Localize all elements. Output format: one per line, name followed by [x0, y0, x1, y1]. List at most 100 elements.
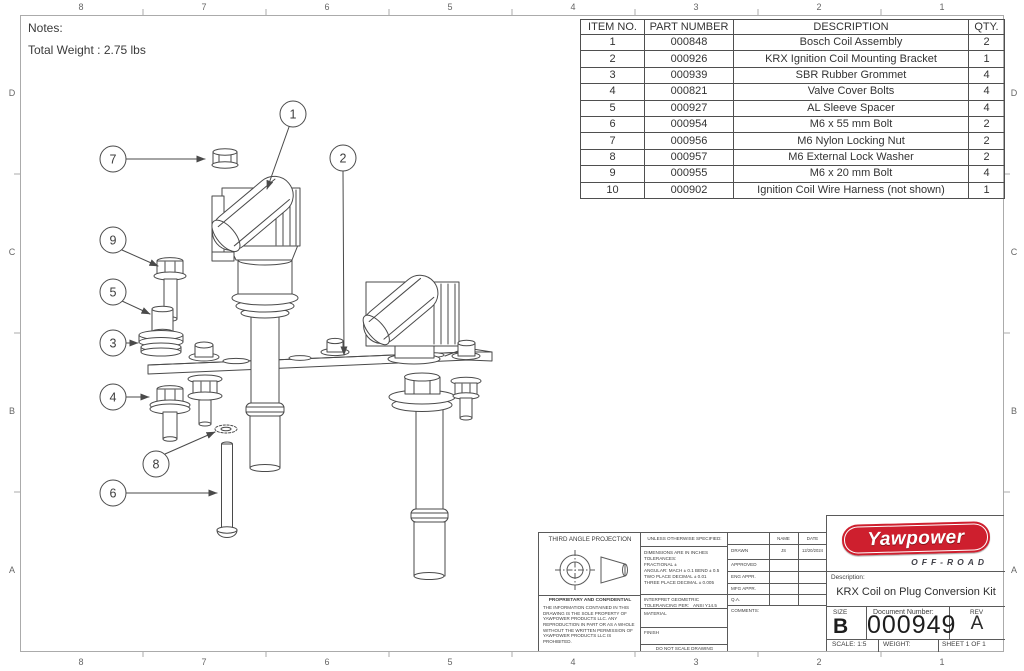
- zone-label: 4: [570, 2, 576, 12]
- table-cell: M6 x 20 mm Bolt: [733, 165, 969, 183]
- svg-text:9: 9: [110, 234, 117, 248]
- bolt-m6x55: [216, 441, 238, 538]
- rev-value: A: [970, 613, 984, 634]
- external-lock-washer: [214, 424, 238, 434]
- svg-text:3: 3: [110, 337, 117, 351]
- approval-row-label: APPROVED: [731, 562, 757, 567]
- approval-row-label: Q.A.: [731, 597, 741, 602]
- table-cell: 000955: [644, 165, 734, 183]
- table-cell: 2: [968, 148, 1005, 167]
- proprietary-text: THE INFORMATION CONTAINED IN THIS DRAWIN…: [543, 605, 635, 644]
- zone-label: 6: [324, 2, 330, 12]
- table-cell: 4: [968, 66, 1005, 85]
- parts-table-header: QTY.: [968, 19, 1005, 35]
- spec-line: TWO PLACE DECIMAL ± 0.01: [644, 574, 707, 579]
- table-cell: 1: [968, 50, 1005, 68]
- table-cell: 000821: [644, 83, 734, 101]
- zone-label: 1: [939, 2, 945, 12]
- size-label: SIZE: [833, 609, 848, 616]
- zone-label: 6: [324, 657, 330, 667]
- table-cell: SBR Rubber Grommet: [733, 66, 969, 85]
- table-cell: 2: [580, 50, 645, 68]
- parts-table-header: ITEM NO.: [580, 19, 645, 35]
- svg-text:4: 4: [110, 391, 117, 405]
- description-label: Description:: [831, 574, 865, 581]
- balloon-callouts: 1 2 7 9 5 3 4: [99, 100, 357, 507]
- finish-label: FINISH: [644, 630, 660, 635]
- zone-label: 1: [939, 657, 945, 667]
- table-cell: 4: [580, 83, 645, 101]
- under-plate-bolts: [187, 374, 482, 427]
- approvals-block: NAME DATE DRAWN JS 12/20/2024 APPROVED E…: [727, 532, 827, 651]
- table-cell: 000927: [644, 99, 734, 117]
- logo-text: Yawpower: [867, 526, 965, 550]
- zone-label: 2: [816, 2, 822, 12]
- doc-number-value: 000949: [867, 611, 957, 639]
- balloon-3: 3: [99, 329, 127, 357]
- plate-studs: [188, 337, 481, 362]
- table-cell: M6 x 55 mm Bolt: [733, 115, 969, 134]
- title-block: Yawpower OFF-ROAD Description: KRX Coil …: [826, 515, 1005, 652]
- zone-label: 8: [78, 657, 84, 667]
- rev-label: REV: [970, 609, 984, 616]
- balloon-8: 8: [142, 450, 170, 478]
- approval-row-label: MFG APPR.: [731, 586, 757, 591]
- table-cell: 2: [968, 115, 1005, 134]
- table-cell: 9: [580, 165, 645, 183]
- approval-row-label: COMMENTS:: [731, 608, 760, 613]
- table-cell: 2: [968, 33, 1005, 52]
- third-angle-symbol: [555, 550, 628, 590]
- third-angle-title: THIRD ANGLE PROJECTION: [548, 536, 632, 543]
- table-cell: 7: [580, 132, 645, 150]
- table-cell: 4: [968, 99, 1005, 117]
- table-cell: 000926: [644, 50, 734, 68]
- table-cell: 5: [580, 99, 645, 117]
- zone-label: A: [1010, 565, 1017, 575]
- interpret-geometric: INTERPRET GEOMETRIC: [644, 597, 700, 602]
- approval-row-label: ENG APPR.: [731, 574, 756, 579]
- valve-cover-bolt: [149, 385, 191, 442]
- spec-line: THREE PLACE DECIMAL ± 0.005: [644, 580, 715, 585]
- drawn-date: 12/20/2024: [802, 548, 823, 553]
- weight-label: WEIGHT:: [883, 641, 911, 648]
- balloon-9: 9: [99, 226, 127, 254]
- table-cell: 4: [968, 165, 1005, 183]
- yawpower-logo: Yawpower: [841, 521, 991, 556]
- table-cell: Valve Cover Bolts: [733, 83, 969, 101]
- date-header: DATE: [806, 536, 819, 541]
- table-cell: 000956: [644, 132, 734, 150]
- table-cell: 000848: [644, 33, 734, 52]
- left-coil-assembly: [211, 175, 301, 472]
- zone-label: 2: [816, 657, 822, 667]
- description-value: KRX Coil on Plug Conversion Kit: [836, 586, 996, 598]
- table-cell: 000957: [644, 148, 734, 167]
- zone-label: B: [8, 406, 15, 416]
- rubber-grommet: [138, 330, 184, 357]
- zone-label: 8: [78, 2, 84, 12]
- logo-subtext: OFF-ROAD: [911, 557, 988, 567]
- table-cell: AL Sleeve Spacer: [733, 99, 969, 117]
- unless-otherwise-specified: UNLESS OTHERWISE SPECIFIED:: [647, 536, 722, 541]
- balloon-5: 5: [99, 278, 127, 306]
- zone-label: B: [1010, 406, 1017, 416]
- zone-label: 5: [447, 657, 453, 667]
- scale-value: SCALE: 1:5: [832, 641, 867, 648]
- name-header: NAME: [777, 536, 790, 541]
- notes-label: Notes:: [28, 21, 63, 35]
- balloon-2: 2: [329, 144, 357, 172]
- table-cell: 4: [968, 83, 1005, 101]
- balloon-7: 7: [99, 145, 127, 173]
- projection-block: THIRD ANGLE PROJECTION PROPRIETARY AND C…: [538, 532, 641, 651]
- parts-table-header: DESCRIPTION: [733, 19, 969, 35]
